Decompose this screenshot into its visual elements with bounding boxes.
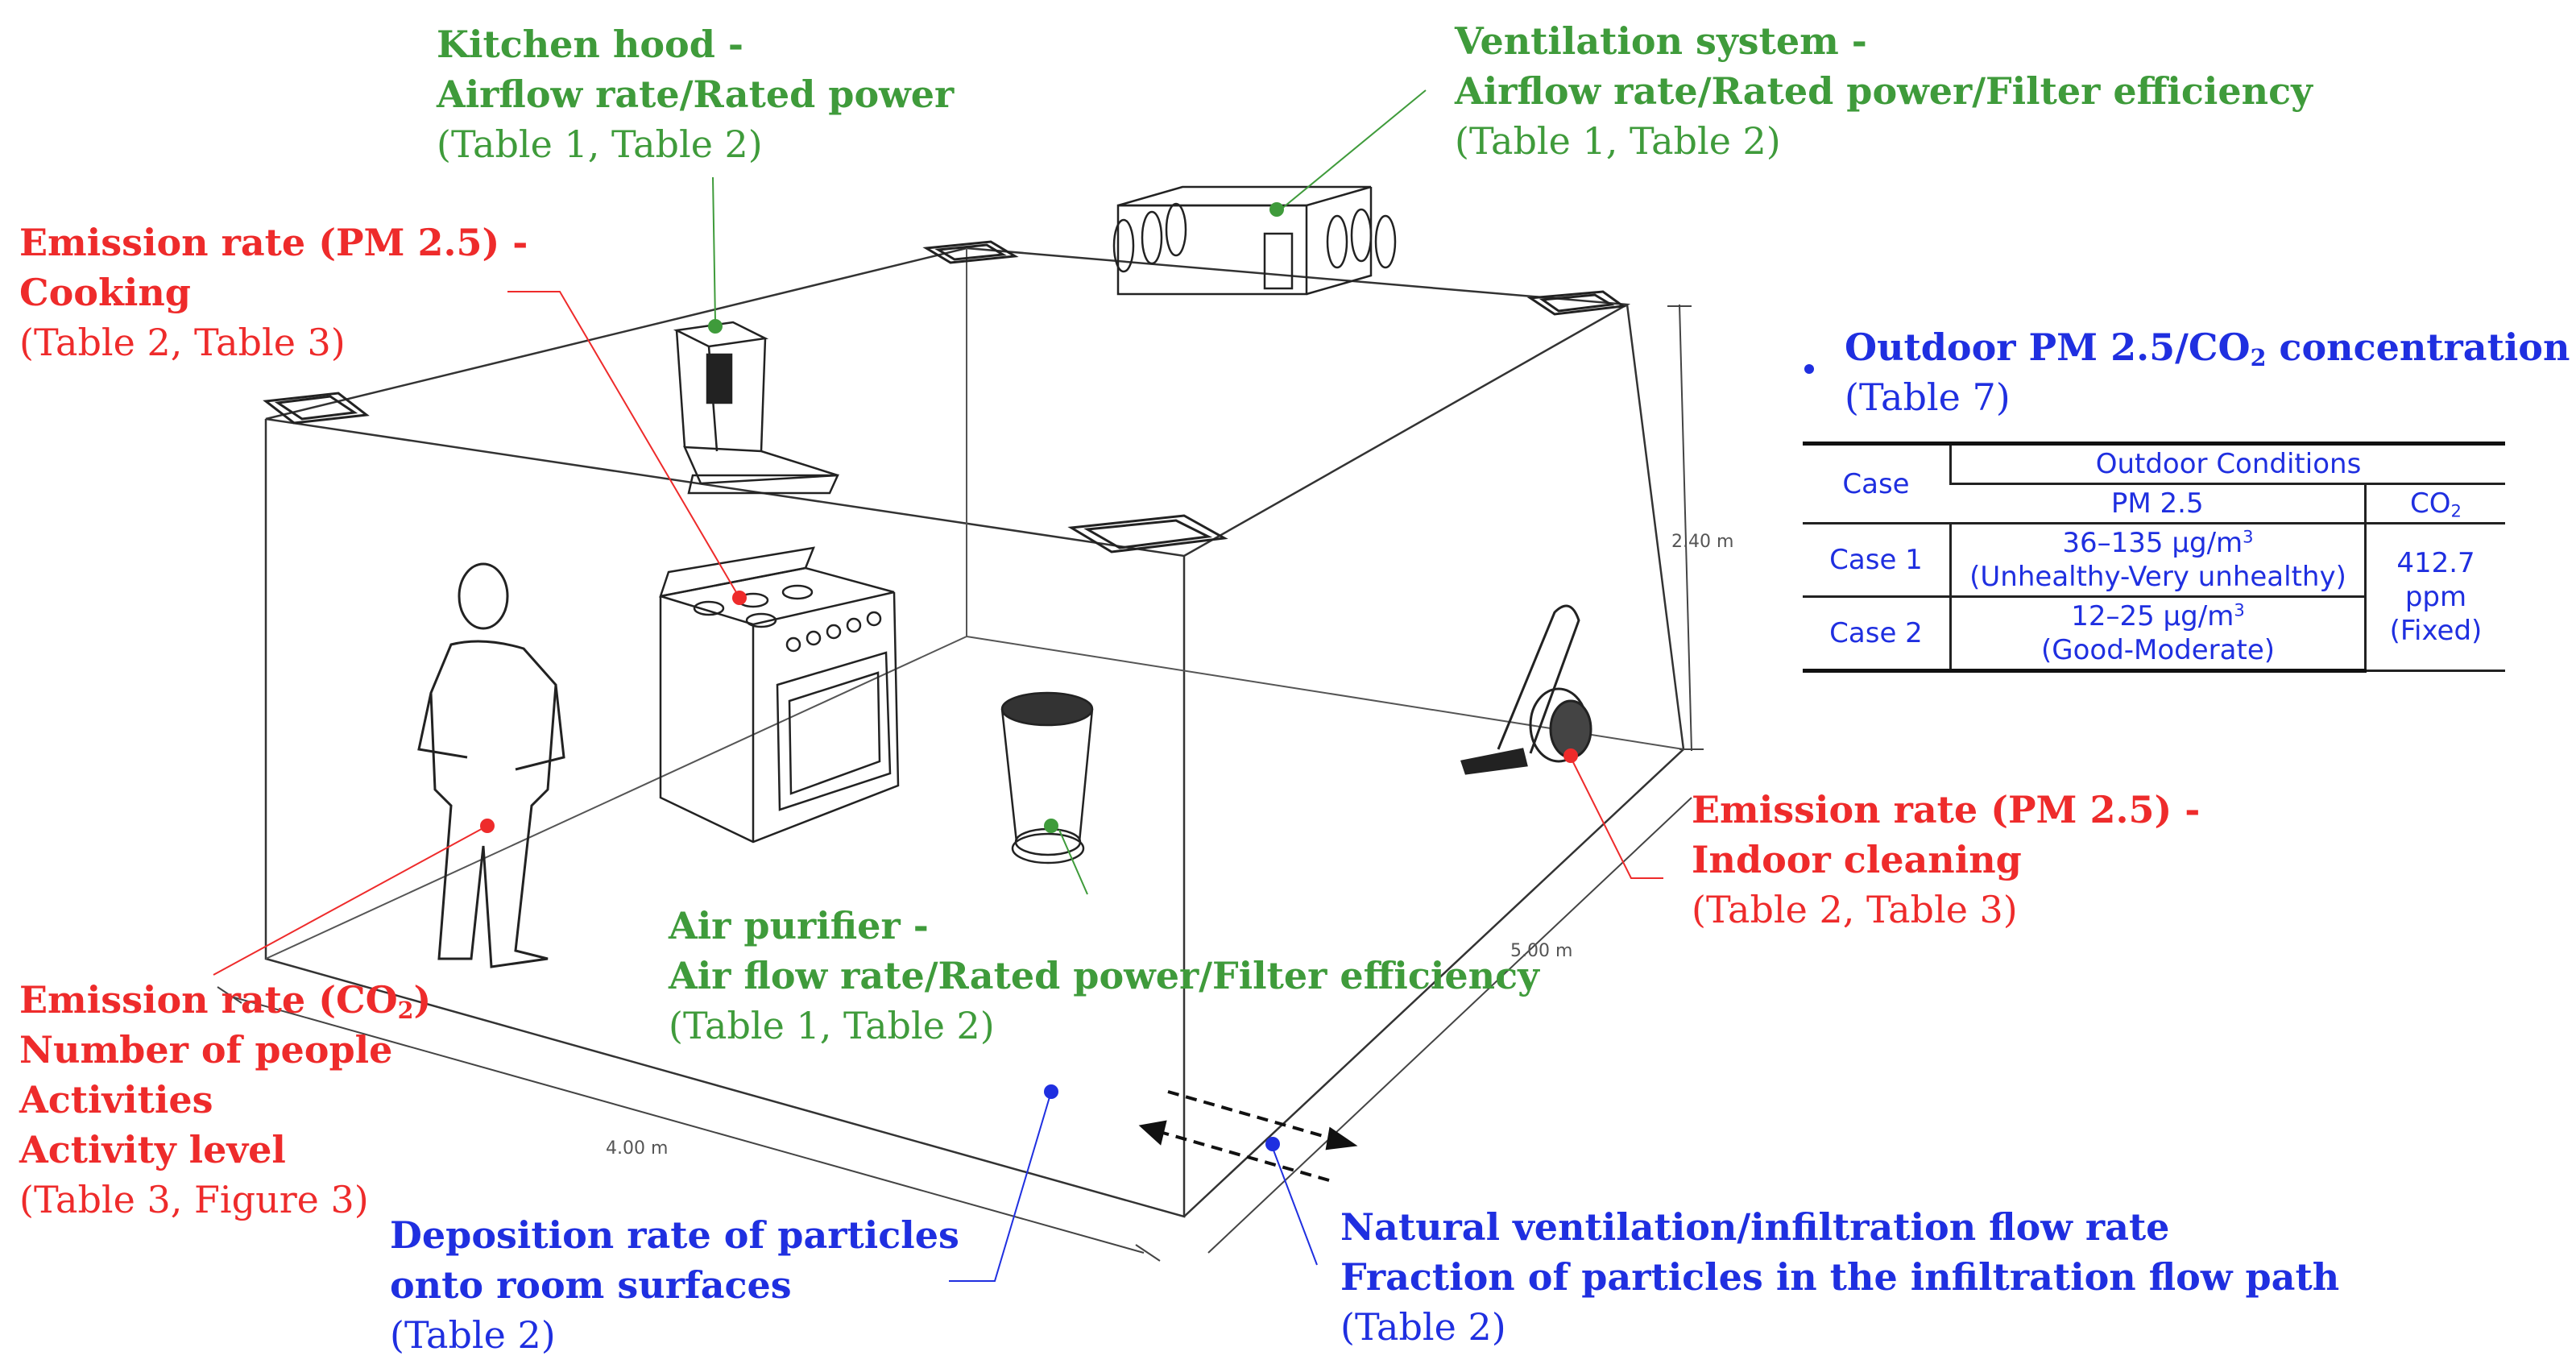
label-outdoor-title: Outdoor PM 2.5/CO2 concentration	[1845, 322, 2570, 372]
table-header-co2-pre: CO	[2410, 487, 2451, 520]
label-people-ref: (Table 3, Figure 3)	[19, 1178, 369, 1221]
label-infiltration-line2: Fraction of particles in the infiltratio…	[1340, 1255, 2340, 1299]
table-cell-pm-range: 12–25 μg/m3	[1957, 599, 2359, 633]
label-infiltration-ref: (Table 2)	[1340, 1305, 1506, 1349]
dot-cooking	[732, 591, 747, 605]
dot-kitchen-hood	[708, 319, 723, 334]
kitchen-hood	[673, 321, 839, 495]
table-row: Case 1 36–135 μg/m3 (Unhealthy-Very unhe…	[1803, 523, 2505, 672]
ceiling-diffusers	[263, 240, 1627, 553]
label-air-purifier-line1: Air purifier -	[669, 904, 929, 947]
label-people-line1-sub: 2	[397, 997, 414, 1025]
table-cell-co2-note: (Fixed)	[2389, 615, 2483, 647]
label-people-line1-post: )	[413, 978, 432, 1022]
label-people-line1: Emission rate (CO2)	[19, 975, 431, 1025]
dim-depth: 5.00 m	[1510, 941, 1573, 961]
label-ventilation-line2: Airflow rate/Rated power/Filter efficien…	[1455, 69, 2313, 113]
label-kitchen-hood-line1: Kitchen hood -	[437, 23, 743, 66]
label-cleaning-ref: (Table 2, Table 3)	[1692, 888, 2018, 931]
dot-deposition	[1044, 1084, 1058, 1099]
label-people-line3: Activities	[19, 1078, 213, 1121]
label-deposition-line2: onto room surfaces	[390, 1263, 792, 1307]
table-cell-pm-range-text: 36–135 μg/m	[2062, 527, 2243, 559]
leader-lines	[213, 89, 1663, 1282]
label-kitchen-hood-line2: Airflow rate/Rated power	[437, 73, 955, 116]
dot-ventilation	[1269, 202, 1284, 217]
label-ventilation: Ventilation system - Airflow rate/Rated …	[1455, 16, 2313, 166]
label-cooking-line1: Emission rate (PM 2.5) -	[19, 221, 528, 264]
dim-height: 2.40 m	[1671, 532, 1734, 552]
label-cleaning-line1: Emission rate (PM 2.5) -	[1692, 788, 2201, 831]
label-cleaning-line2: Indoor cleaning	[1692, 838, 2022, 881]
table-header-pm: PM 2.5	[1950, 483, 2366, 524]
label-ventilation-line1: Ventilation system -	[1455, 19, 1867, 63]
label-infiltration: Natural ventilation/infiltration flow ra…	[1340, 1202, 2339, 1352]
ventilation-unit	[1112, 185, 1397, 296]
label-people: Emission rate (CO2) Number of people Act…	[19, 975, 431, 1225]
table-cell-pm-range-text: 12–25 μg/m	[2071, 600, 2234, 632]
dim-width: 4.00 m	[606, 1138, 669, 1159]
dimension-lines	[217, 304, 1704, 1262]
table-cell-pm-desc: (Unhealthy-Very unhealthy)	[1969, 561, 2346, 593]
label-deposition-line1: Deposition rate of particles	[390, 1213, 959, 1257]
table-cell-co2: 412.7 ppm (Fixed)	[2364, 523, 2505, 672]
stove	[659, 546, 900, 844]
label-cooking-ref: (Table 2, Table 3)	[19, 321, 346, 364]
table-cell-pm: 36–135 μg/m3 (Unhealthy-Very unhealthy)	[1949, 523, 2366, 598]
label-people-line1-pre: Emission rate (CO	[19, 978, 398, 1022]
annotation-dots	[480, 202, 1578, 1151]
table-cell-pm-desc: (Good-Moderate)	[2040, 634, 2276, 666]
label-outdoor-title-pre: Outdoor PM 2.5/CO	[1845, 325, 2251, 369]
label-kitchen-hood: Kitchen hood - Airflow rate/Rated power …	[437, 19, 954, 169]
label-air-purifier-ref: (Table 1, Table 2)	[669, 1004, 995, 1047]
table-header-co2: CO2	[2364, 483, 2505, 524]
room-box	[264, 247, 1685, 1218]
label-people-line2: Number of people	[19, 1028, 393, 1072]
label-air-purifier: Air purifier - Air flow rate/Rated power…	[669, 901, 1539, 1051]
table-cell-pm-range: 36–135 μg/m3	[1957, 526, 2359, 560]
label-outdoor-title-sub: 2	[2250, 344, 2267, 372]
airflow-arrows	[1138, 1090, 1358, 1182]
outdoor-conditions-table: Case Outdoor Conditions PM 2.5 CO2 Case …	[1803, 442, 2505, 673]
table-header-row-1: Case Outdoor Conditions	[1803, 442, 2505, 524]
dot-cleaning	[1563, 748, 1578, 763]
table-header-case: Case	[1803, 442, 1951, 524]
outdoor-bullet	[1804, 364, 1814, 374]
table-cell-pm: 12–25 μg/m3 (Good-Moderate)	[1949, 596, 2366, 673]
label-ventilation-ref: (Table 1, Table 2)	[1455, 119, 1781, 163]
label-deposition: Deposition rate of particles onto room s…	[390, 1210, 959, 1360]
label-cooking-line2: Cooking	[19, 271, 191, 314]
dot-people	[480, 819, 495, 833]
table-cell-pm-range-sup: 3	[2243, 526, 2254, 547]
label-cleaning: Emission rate (PM 2.5) - Indoor cleaning…	[1692, 785, 2200, 935]
label-outdoor-title-post: concentration	[2266, 325, 2570, 369]
table-header-co2-sub: 2	[2450, 500, 2462, 521]
table-cell-case: Case 1	[1803, 523, 1951, 598]
label-outdoor: Outdoor PM 2.5/CO2 concentration (Table …	[1845, 322, 2570, 422]
air-purifier	[1000, 691, 1094, 864]
label-cooking: Emission rate (PM 2.5) - Cooking (Table …	[19, 218, 528, 367]
label-people-line4: Activity level	[19, 1128, 286, 1171]
label-infiltration-line1: Natural ventilation/infiltration flow ra…	[1340, 1205, 2170, 1249]
label-deposition-ref: (Table 2)	[390, 1313, 556, 1357]
table-cell-pm-range-sup: 3	[2234, 599, 2245, 620]
table-header-row-2: PM 2.5 CO2	[1803, 483, 2505, 524]
label-outdoor-ref: (Table 7)	[1845, 375, 2011, 419]
label-air-purifier-line2: Air flow rate/Rated power/Filter efficie…	[669, 954, 1539, 997]
table-header-group: Outdoor Conditions	[1949, 442, 2505, 485]
person-figure	[417, 562, 565, 968]
table-cell-case: Case 2	[1803, 596, 1951, 673]
dot-infiltration	[1265, 1137, 1280, 1151]
dot-air-purifier	[1044, 819, 1058, 833]
label-kitchen-hood-ref: (Table 1, Table 2)	[437, 122, 763, 166]
table-row: Case 2 12–25 μg/m3 (Good-Moderate)	[1803, 596, 2505, 673]
table-cell-co2-value: 412.7 ppm	[2396, 547, 2475, 613]
vacuum-cleaner	[1460, 604, 1592, 775]
